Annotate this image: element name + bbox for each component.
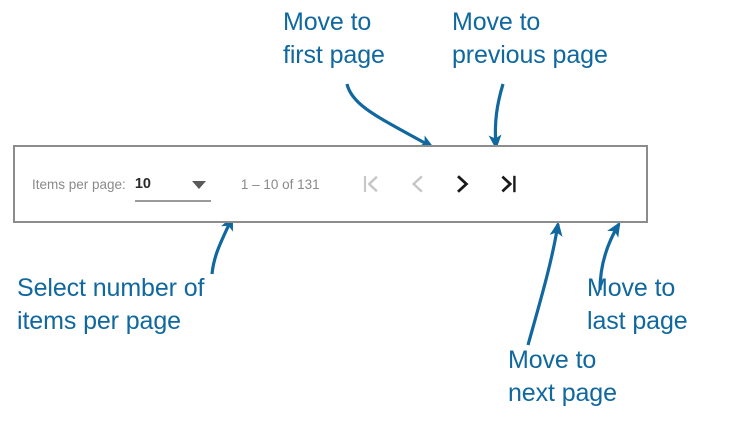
next-page-button[interactable]	[440, 161, 486, 207]
page-range-label: 1 – 10 of 131	[240, 176, 320, 192]
annotation-label-previous-page: Move to previous page	[452, 8, 608, 69]
items-per-page-label: Items per page:	[32, 176, 126, 192]
arrow-to-first-page	[345, 83, 435, 149]
items-per-page-value: 10	[134, 176, 151, 192]
first-page-icon	[363, 175, 378, 193]
items-per-page-select[interactable]: 10	[134, 164, 218, 204]
arrow-to-next-page	[526, 221, 563, 346]
annotation-label-last-page: Move to last page	[587, 274, 688, 335]
arrow-to-items-per-page	[210, 215, 234, 275]
chevron-right-icon	[456, 175, 469, 193]
chevron-down-icon	[191, 181, 206, 189]
previous-page-button[interactable]	[394, 161, 440, 207]
select-underline	[134, 200, 211, 202]
annotation-label-items-per-page: Select number of items per page	[17, 274, 205, 335]
annotation-label-first-page: Move to first page	[283, 8, 385, 69]
paginator-actions	[348, 161, 532, 207]
arrow-to-previous-page	[488, 83, 505, 150]
annotation-label-next-page: Move to next page	[508, 346, 617, 407]
last-page-button[interactable]	[486, 161, 532, 207]
last-page-icon	[501, 175, 516, 193]
chevron-left-icon	[411, 175, 423, 193]
paginator: Items per page: 10 1 – 10 of 131	[13, 145, 648, 223]
first-page-button[interactable]	[348, 161, 394, 207]
